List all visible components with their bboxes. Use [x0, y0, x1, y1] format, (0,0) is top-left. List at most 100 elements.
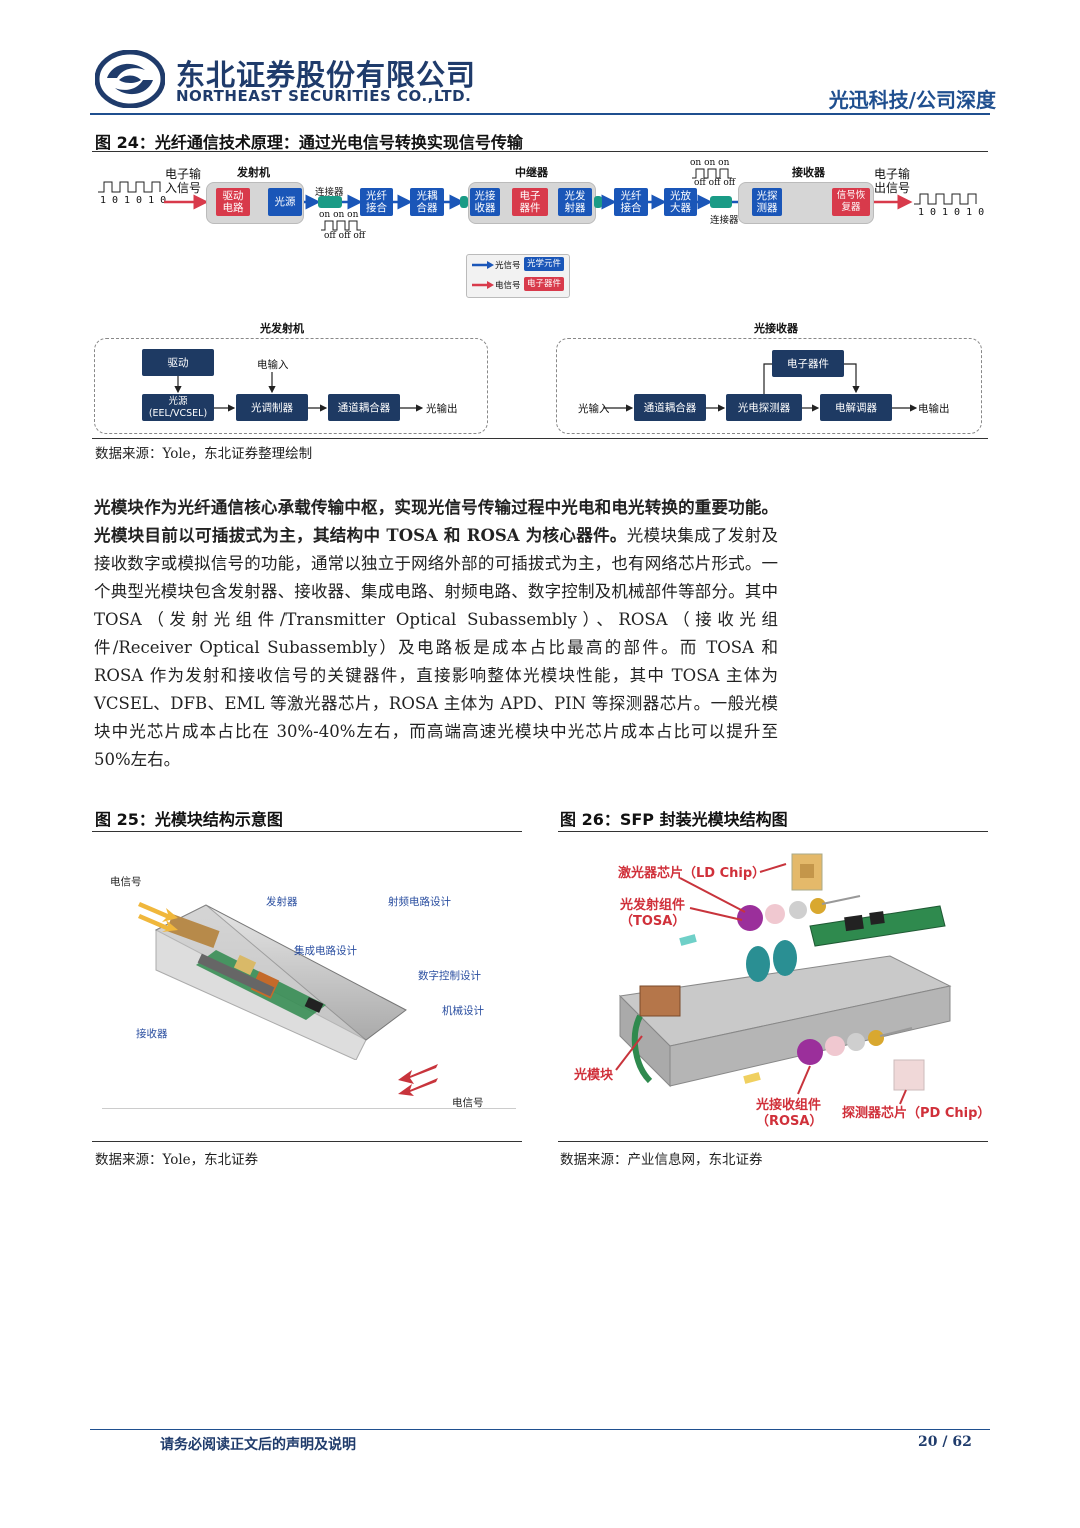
rx-arrows	[604, 363, 918, 412]
box-optical-amplifier: 光放 大器	[664, 188, 697, 216]
fig26-label-module: 光模块	[574, 1068, 614, 1083]
fig25-title: 图 25：光模块结构示意图	[95, 810, 283, 829]
legend-electrical-arrow-icon	[472, 281, 494, 289]
tx-panel-title: 光发射机	[260, 322, 304, 335]
tx-opt-out: 光输出	[426, 403, 458, 415]
footer-disclaimer: 请务必阅读正文后的声明及说明	[160, 1437, 356, 1453]
tx-modulator: 光调制器	[236, 394, 308, 421]
fig25-label-transmitter: 发射器	[266, 896, 298, 908]
page-number: 20 / 62	[918, 1434, 972, 1450]
fig25-label-elec-top: 电信号	[110, 876, 142, 888]
body-text: 光模块集成了发射及接收数字或模拟信号的功能，通常以独立于网络外部的可插拔式为主，…	[94, 526, 779, 769]
connector1-label: 连接器	[315, 187, 344, 198]
rx-electronic: 电子器件	[772, 350, 844, 377]
box-optical-receiver: 光接 收器	[470, 188, 500, 216]
fig26-label-ld: 激光器芯片（LD Chip）	[618, 866, 766, 881]
fig26-label-rosa-1: 光接收组件	[756, 1098, 822, 1113]
connector-rep-out	[594, 196, 602, 208]
fig26-label-tosa-1: 光发射组件	[620, 898, 686, 913]
onoff-2-bottom: off off off	[694, 178, 736, 188]
tx-coupler: 通道耦合器	[328, 394, 400, 421]
tx-drive: 驱动	[142, 349, 214, 376]
box-electronic-device: 电子 器件	[512, 188, 548, 216]
legend-optical-part: 光学元件	[524, 257, 564, 271]
square-wave-2-icon	[692, 168, 732, 179]
fig26-source: 数据来源：产业信息网，东北证券	[560, 1152, 763, 1168]
tx-source: 光源 (EEL/VCSEL)	[142, 394, 214, 421]
footer-rule	[90, 1429, 990, 1430]
rx-elec-out: 电输出	[918, 403, 950, 415]
group-rx-label: 接收器	[792, 166, 825, 179]
rx-opt-in: 光输入	[578, 403, 610, 415]
output-signal-label: 电子输 出信号	[874, 167, 911, 195]
fig24-bottom-rule	[92, 438, 988, 439]
fig26-title: 图 26：SFP 封装光模块结构图	[560, 810, 788, 829]
fig26-bottom-rule	[558, 1141, 988, 1142]
tx-panel	[94, 338, 488, 434]
sfp-exploded-view-icon	[615, 853, 952, 1105]
header-rule	[90, 113, 990, 115]
connector2-label: 连接器	[710, 215, 739, 226]
legend-optical-arrow-icon	[472, 261, 494, 269]
sfp-module-cutaway-icon	[154, 904, 407, 1060]
box-light-source: 光源	[268, 188, 302, 216]
signal-in-arrows-icon	[138, 902, 178, 932]
box-fiber-splice-1: 光纤 接合	[360, 188, 393, 216]
onoff-2-top: on on on	[690, 158, 730, 168]
binary-in: 101010	[100, 195, 173, 206]
square-wave-1-icon	[321, 220, 361, 231]
rx-panel	[556, 338, 982, 434]
company-name-cn: 东北证券股份有限公司	[176, 58, 477, 92]
binary-out: 101010	[918, 207, 991, 218]
fig25-label-elec-bottom: 电信号	[452, 1097, 484, 1109]
rx-coupler: 通道耦合器	[634, 394, 706, 421]
onoff-1-bottom: off off off	[324, 231, 366, 241]
box-drive-circuit: 驱动 电路	[216, 188, 250, 216]
connector-rep-in	[460, 196, 468, 208]
box-signal-recovery: 信号恢 复器	[832, 188, 870, 216]
fig26-label-tosa-2: （TOSA）	[620, 914, 686, 929]
box-fiber-splice-2: 光纤 接合	[614, 188, 648, 216]
report-tag: 光迅科技/公司深度	[828, 88, 996, 112]
fig25-image-baseline	[102, 1108, 516, 1109]
fig25-label-receiver: 接收器	[136, 1028, 168, 1040]
square-wave-out-icon	[914, 193, 977, 205]
company-logo-icon	[95, 50, 165, 108]
square-wave-in-icon	[98, 181, 161, 193]
rx-demodulator: 电解调器	[820, 394, 892, 421]
fig25-label-mech: 机械设计	[442, 1005, 484, 1017]
header: 东北证券股份有限公司 NORTHEAST SECURITIES CO.,LTD.…	[0, 0, 1080, 115]
onoff-1-top: on on on	[319, 210, 359, 220]
signal-out-arrows-icon	[398, 1064, 438, 1096]
body-paragraph: 光模块作为光纤通信核心承载传输中枢，实现光信号传输过程中光电和电光转换的重要功能…	[94, 494, 778, 774]
input-signal-label: 电子输 入信号	[165, 167, 202, 195]
box-coupler: 光耦 合器	[410, 188, 444, 216]
fig25-label-rf: 射频电路设计	[388, 896, 451, 908]
fig25-image: 电信号 发射器 射频电路设计 集成电路设计 数字控制设计 机械设计 接收器 电信…	[96, 850, 520, 1120]
company-name-en: NORTHEAST SECURITIES CO.,LTD.	[176, 87, 472, 105]
group-tx-label: 发射机	[237, 166, 270, 179]
fig25-label-ic: 集成电路设计	[294, 945, 357, 957]
fig24-source: 数据来源：Yole，东北证券整理绘制	[95, 446, 313, 462]
fig26-image: 激光器芯片（LD Chip） 光发射组件 （TOSA） 光模块 光接收组件 （R…	[560, 846, 991, 1136]
fig25-rule	[92, 831, 522, 832]
group-rep-label: 中继器	[515, 166, 548, 179]
rx-detector: 光电探测器	[726, 394, 802, 421]
body-lead: 光模块作为光纤通信核心承载传输中枢，实现光信号传输过程中光电和电光转换的重要功能…	[94, 498, 778, 545]
fig25-source: 数据来源：Yole，东北证券	[95, 1152, 259, 1168]
fig26-label-rosa-2: （ROSA）	[756, 1114, 823, 1129]
fig24-diagram: 101010 电子输 入信号 发射机 驱动 电路 光源 连接器 on on on…	[92, 152, 988, 437]
legend-electronic-part: 电子器件	[524, 277, 564, 291]
fig24-rule	[92, 151, 988, 152]
fig25-label-digital: 数字控制设计	[418, 970, 481, 982]
fig26-label-pd: 探测器芯片（PD Chip）	[842, 1106, 991, 1121]
box-photodetector: 光探 测器	[752, 188, 782, 216]
tx-elec-in: 电输入	[257, 359, 289, 371]
connector2	[710, 196, 732, 208]
fig25-bottom-rule	[92, 1141, 522, 1142]
fig26-rule	[558, 831, 988, 832]
legend-electrical-signal: 电信号	[495, 281, 521, 291]
fig24-title: 图 24：光纤通信技术原理：通过光电信号转换实现信号传输	[95, 133, 523, 152]
rx-panel-title: 光接收器	[754, 322, 798, 335]
box-optical-transmitter: 光发 射器	[558, 188, 592, 216]
